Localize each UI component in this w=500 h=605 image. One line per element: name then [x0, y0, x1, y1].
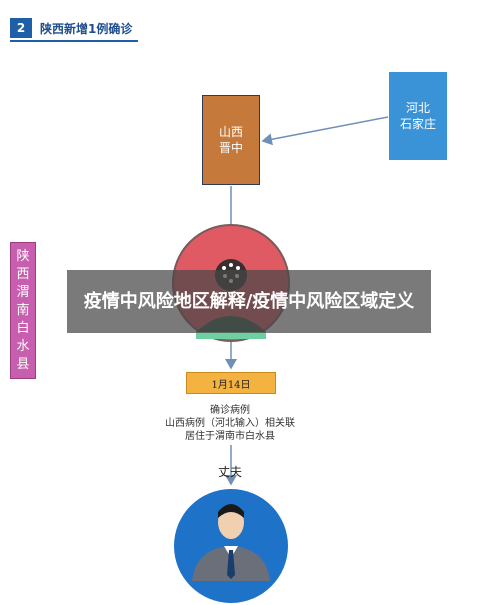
node-hebei-line1: 河北 [405, 101, 430, 115]
node-shanxi-line2: 晋中 [218, 141, 243, 155]
case-description-line2: 山西病例（河北输入）相关联 [165, 418, 295, 429]
case-description: 确诊病例 山西病例（河北输入）相关联 居住于渭南市白水县 [150, 404, 310, 443]
node-shanxi-jinzhong: 山西 晋中 [202, 95, 260, 185]
title-overlay-banner[interactable]: 疫情中风险地区解释/疫情中风险区域定义 [67, 270, 431, 333]
node-weinan-text: 陕西渭南白水县 [16, 248, 30, 372]
node-shanxi-line1: 山西 [218, 125, 243, 139]
case-description-line1: 确诊病例 [210, 405, 250, 416]
header-underline [10, 40, 138, 42]
husband-person-icon [174, 489, 288, 603]
node-hebei-line2: 石家庄 [399, 117, 436, 131]
node-hebei-shijiazhuang: 河北 石家庄 [389, 72, 447, 160]
section-title: 陕西新增1例确诊 [40, 22, 133, 36]
arrow-hebei-to-shanxi [261, 116, 389, 146]
date-label: 1月14日 [186, 372, 276, 394]
section-number-badge: 2 [10, 18, 32, 38]
relation-label-husband: 丈夫 [218, 465, 243, 479]
node-shaanxi-weinan-baishui: 陕西渭南白水县 [10, 242, 36, 379]
overlay-title[interactable]: 疫情中风险地区解释/疫情中风险区域定义 [83, 290, 415, 312]
case-description-line3: 居住于渭南市白水县 [185, 431, 275, 442]
